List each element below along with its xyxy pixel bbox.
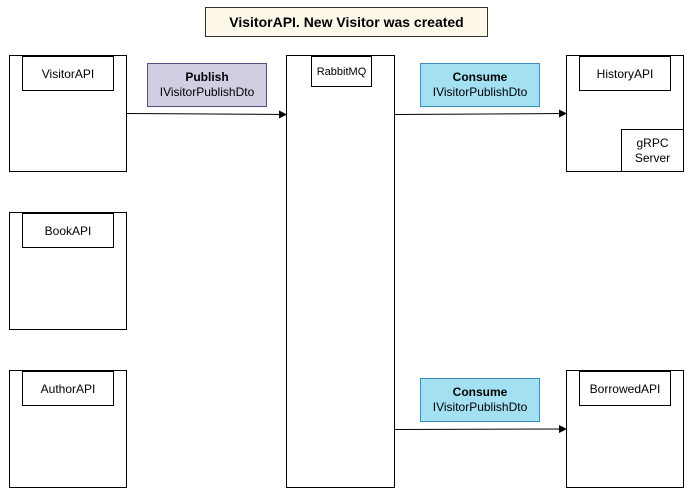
consume-borrowed-message: Consume IVisitorPublishDto bbox=[420, 378, 540, 422]
book-api-node: BookAPI bbox=[9, 212, 127, 330]
borrowed-api-label: BorrowedAPI bbox=[579, 371, 671, 406]
author-api-node: AuthorAPI bbox=[9, 370, 127, 488]
consume-history-message: Consume IVisitorPublishDto bbox=[420, 63, 540, 107]
consume-history-dto: IVisitorPublishDto bbox=[432, 85, 528, 99]
publish-verb: Publish bbox=[185, 70, 229, 84]
book-api-label: BookAPI bbox=[22, 213, 114, 248]
history-api-node: HistoryAPI gRPC Server bbox=[566, 55, 684, 172]
consume-borrowed-dto: IVisitorPublishDto bbox=[432, 400, 528, 414]
author-api-label: AuthorAPI bbox=[22, 371, 114, 406]
consume-borrowed-arrow bbox=[394, 425, 567, 434]
diagram-title: VisitorAPI. New Visitor was created bbox=[205, 7, 488, 37]
visitor-api-node: VisitorAPI bbox=[9, 55, 127, 172]
consume-history-verb: Consume bbox=[452, 70, 508, 84]
rabbitmq-node: RabbitMQ bbox=[286, 55, 395, 488]
grpc-server-line1: gRPC bbox=[636, 135, 669, 150]
rabbitmq-label: RabbitMQ bbox=[311, 56, 372, 87]
publish-message: Publish IVisitorPublishDto bbox=[147, 63, 267, 107]
consume-borrowed-verb: Consume bbox=[452, 385, 508, 399]
consume-history-arrow bbox=[394, 109, 567, 118]
grpc-server-box: gRPC Server bbox=[621, 129, 684, 172]
publish-dto: IVisitorPublishDto bbox=[159, 85, 255, 99]
history-api-label: HistoryAPI bbox=[579, 56, 671, 91]
borrowed-api-node: BorrowedAPI bbox=[566, 370, 684, 488]
publish-arrow bbox=[126, 110, 287, 119]
grpc-server-line2: Server bbox=[634, 150, 671, 165]
visitor-api-label: VisitorAPI bbox=[22, 56, 114, 91]
